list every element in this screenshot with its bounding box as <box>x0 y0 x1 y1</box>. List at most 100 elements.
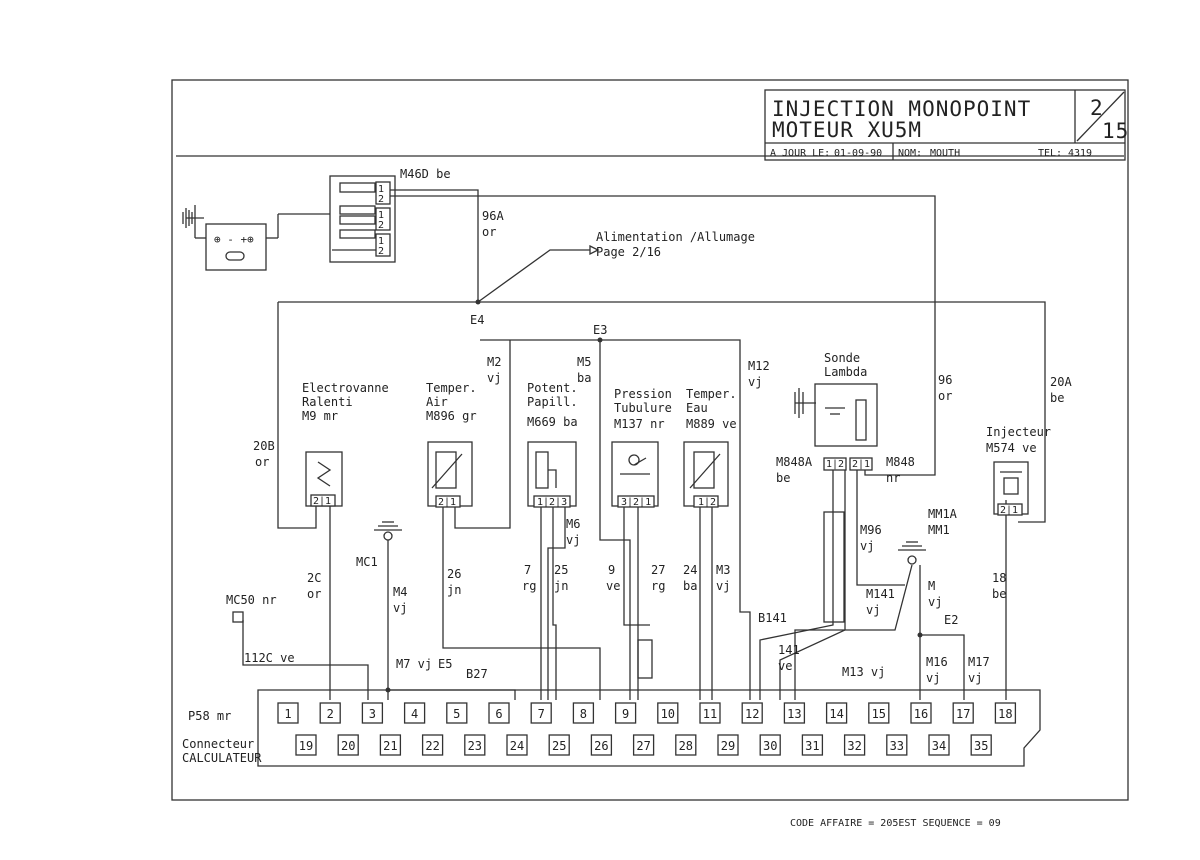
label-18: 18 <box>992 571 1006 585</box>
connector-pin-label: 25 <box>552 739 566 753</box>
label-25-color: jn <box>554 579 568 593</box>
temper-air-pins: 2|1 <box>438 497 456 508</box>
label-m-color: vj <box>928 595 942 609</box>
title-line-1: INJECTION MONOPOINT <box>772 97 1031 121</box>
pression-label-1: Pression <box>614 387 672 401</box>
temper-air-sensor: 2|1 Temper. Air M896 gr <box>426 381 477 508</box>
connector-pin-label: 34 <box>932 739 946 753</box>
connector-pin-box <box>446 702 468 724</box>
label-m2: M2 <box>487 355 501 369</box>
connector-pin-label: 24 <box>510 739 524 753</box>
label-7: 7 <box>524 563 531 577</box>
connector-pin-label: 5 <box>453 707 460 721</box>
tel-value: 4319 <box>1068 148 1092 159</box>
temper-eau-sensor: 1|2 Temper. Eau M889 ve <box>683 387 737 508</box>
connector-pin-box <box>319 702 341 724</box>
fusebox-label: M46D be <box>400 167 451 181</box>
label-m848-color: nr <box>886 471 900 485</box>
injecteur-label-2: M574 ve <box>986 441 1037 455</box>
connector-label-2: Connecteur <box>182 737 254 751</box>
label-25: 25 <box>554 563 568 577</box>
label-mc1: MC1 <box>356 555 378 569</box>
connector-pin-label: 30 <box>763 739 777 753</box>
connector-pin-label: 29 <box>721 739 735 753</box>
ground-icon-sonde <box>794 388 816 418</box>
label-m13: M13 vj <box>842 665 885 679</box>
connector-pin-box <box>464 734 486 756</box>
connector-pin-label: 26 <box>594 739 608 753</box>
connector-pin-label: 23 <box>468 739 482 753</box>
page-number: 2 <box>1090 96 1104 120</box>
title-line-2: MOTEUR XU5M <box>772 118 922 142</box>
date-label: A JOUR LE: <box>770 148 830 159</box>
connector-pin-label: 18 <box>998 707 1012 721</box>
connector-pin-label: 12 <box>745 707 759 721</box>
electrovanne-label-2: Ralenti <box>302 395 353 409</box>
pression-label-2: Tubulure <box>614 401 672 415</box>
connector-pin-box <box>361 702 384 724</box>
label-m: M <box>928 579 935 593</box>
pression-tubulure-sensor: 3|2|1 Pression Tubulure M137 nr <box>611 387 672 508</box>
label-m12: M12 <box>748 359 770 373</box>
connector-pin-box <box>657 702 679 724</box>
label-27: 27 <box>651 563 665 577</box>
label-96: 96 <box>938 373 952 387</box>
svg-text:⊕ - +⊕: ⊕ - +⊕ <box>214 233 254 246</box>
connector-pin-box <box>421 734 444 756</box>
label-e2: E2 <box>944 613 958 627</box>
label-m4-color: vj <box>393 601 407 615</box>
footer-code: CODE AFFAIRE = 205EST SEQUENCE = 09 <box>790 818 1001 829</box>
label-m7: M7 vj <box>396 657 432 671</box>
svg-text:2: 2 <box>378 194 384 205</box>
label-m3-color: vj <box>716 579 730 593</box>
connector-pin-box <box>337 734 359 756</box>
connector-pin-box <box>741 702 763 724</box>
label-m848: M848 <box>886 455 915 469</box>
temper-eau-label-3: M889 ve <box>686 417 737 431</box>
page-total: 15 <box>1102 119 1129 143</box>
label-26-color: jn <box>447 583 461 597</box>
connector-pin-label: 28 <box>679 739 693 753</box>
label-m848a-color: be <box>776 471 790 485</box>
label-96a-color: or <box>482 225 496 239</box>
connector-pin-label: 31 <box>805 739 819 753</box>
connector-pin-box <box>403 702 426 724</box>
connector-pin-box <box>530 702 552 724</box>
sonde-label-1: Sonde <box>824 351 860 365</box>
sonde-lambda-sensor: 1|2 2|1 Sonde Lambda <box>814 351 878 471</box>
injecteur-label-1: Injecteur <box>986 425 1051 439</box>
label-b27: B27 <box>466 667 488 681</box>
connector-pin-label: 22 <box>425 739 439 753</box>
label-m16: M16 <box>926 655 948 669</box>
label-e5: E5 <box>438 657 452 671</box>
label-m96: M96 <box>860 523 882 537</box>
connector-pin-box <box>506 734 528 756</box>
label-24-color: ba <box>683 579 697 593</box>
connector-pin-box <box>488 702 510 724</box>
connector-pin-label: 35 <box>974 739 988 753</box>
fuse-box: 12 12 12 M46D be <box>329 167 451 263</box>
temper-air-label-2: Air <box>426 395 448 409</box>
connector-label-1: P58 mr <box>188 709 231 723</box>
connector-pin-box <box>759 734 781 756</box>
alimentation-label-1: Alimentation /Allumage <box>596 230 755 244</box>
alimentation-label-2: Page 2/16 <box>596 245 661 259</box>
label-18-color: be <box>992 587 1006 601</box>
ground-icon <box>182 208 204 228</box>
svg-text:1: 1 <box>378 184 384 195</box>
electrovanne-label-1: Electrovanne <box>302 381 389 395</box>
connector-pin-box <box>277 702 299 724</box>
electrovanne-pins: 2|1 <box>313 496 331 507</box>
tel-label: TEL: <box>1038 148 1062 159</box>
potent-papill-sensor: 1|2|3 Potent. Papill. M669 ba <box>527 381 578 508</box>
label-m5: M5 <box>577 355 591 369</box>
label-96-color: or <box>938 389 952 403</box>
ground-icon-mc1 <box>374 521 402 541</box>
connector-pin-box <box>970 734 992 756</box>
connector-pin-label: 6 <box>495 707 502 721</box>
connector-pin-box <box>783 702 806 724</box>
label-9: 9 <box>608 563 615 577</box>
label-m17: M17 <box>968 655 990 669</box>
